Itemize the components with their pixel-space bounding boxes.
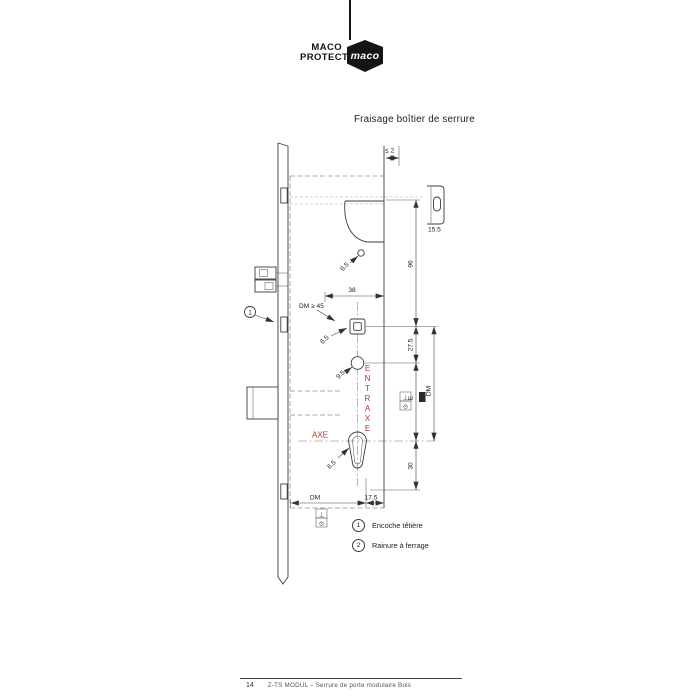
bolt-tail-dashed bbox=[290, 390, 342, 416]
document-title: Z-TS MODUL – Serrure de porte modulaire … bbox=[267, 682, 412, 689]
dim-96-label: 96 bbox=[408, 260, 415, 268]
euro-cylinder-outer bbox=[348, 431, 367, 469]
faceplate-cutout-top bbox=[280, 187, 288, 204]
detail-leaders bbox=[276, 272, 288, 287]
leader-65-top bbox=[349, 255, 359, 264]
legend: 1 Encoche têtière 2 Rainure à ferrage bbox=[352, 519, 429, 552]
legend-circle-1: 1 bbox=[352, 519, 365, 532]
clip-slot bbox=[433, 196, 441, 212]
logo-top-rule bbox=[349, 0, 351, 40]
tol-pos-bottom: ⊙ bbox=[319, 521, 324, 527]
dimension-lines bbox=[290, 155, 437, 506]
legend-item-1: 1 Encoche têtière bbox=[352, 519, 429, 532]
callout-1-leader bbox=[254, 314, 275, 323]
faceplate-outline bbox=[277, 142, 289, 585]
dim-175-label: 17.5 bbox=[365, 495, 378, 502]
faceplate-cutout-middle bbox=[280, 316, 288, 333]
brand-logo: MACO PROTECT maco bbox=[300, 40, 383, 72]
dim-38-label: 38 bbox=[348, 287, 356, 294]
tol-perp-bottom: ⊥ bbox=[319, 511, 324, 518]
page-number: 14 bbox=[246, 682, 254, 689]
callout-1: 1 bbox=[244, 306, 275, 323]
tol-pos-right: ⊙ bbox=[403, 404, 408, 410]
screw-hole-top bbox=[357, 249, 365, 257]
detail-box-1 bbox=[254, 266, 277, 280]
brand-line2: PROTECT bbox=[300, 51, 349, 63]
fixing-hole-middle bbox=[350, 356, 365, 370]
legend-label-1: Encoche têtière bbox=[372, 521, 423, 530]
dim-65-mid-label: 6.5 bbox=[319, 334, 331, 346]
legend-item-2: 2 Rainure à ferrage bbox=[352, 539, 429, 552]
dim-dm-right-label: DM bbox=[426, 386, 433, 396]
leader-95 bbox=[343, 366, 353, 375]
lock-case bbox=[344, 146, 385, 508]
entraxe-label: ENTRAXE bbox=[363, 364, 372, 434]
legend-circle-2: 2 bbox=[352, 539, 365, 552]
euro-cylinder-inner bbox=[352, 435, 363, 465]
faceplate bbox=[277, 142, 289, 585]
dim-dm-bottom-label: DM bbox=[310, 495, 320, 502]
dim-95-label: 9.5 bbox=[335, 369, 347, 381]
alignment-dashed-lines bbox=[290, 196, 424, 205]
dim-gap-label: ≤ 2 bbox=[385, 148, 394, 155]
dim-155-label: 15.5 bbox=[428, 227, 441, 234]
callout-1-number: 1 bbox=[248, 310, 252, 316]
footer: 14 Z-TS MODUL – Serrure de porte modulai… bbox=[246, 682, 411, 689]
axe-label: AXE bbox=[312, 431, 328, 440]
clip-outline bbox=[427, 185, 445, 225]
case-hook-profile bbox=[344, 200, 384, 243]
clip-detail: 15.5 bbox=[427, 185, 445, 234]
footer-rule bbox=[240, 678, 462, 679]
dim-65-top-label: 6.5 bbox=[339, 261, 351, 273]
drawing-title: Fraisage boîtier de serrure bbox=[354, 114, 475, 125]
faceplate-cutout-bottom bbox=[280, 483, 288, 500]
leader-65-mid bbox=[330, 327, 348, 337]
tol-frame-right-pos bbox=[399, 400, 412, 411]
follower-square bbox=[349, 318, 366, 335]
faceplate-section-details bbox=[254, 266, 288, 293]
dim-30-label: 30 bbox=[408, 462, 415, 470]
detail-box-2-inner bbox=[264, 282, 274, 290]
callout-1-circle bbox=[244, 306, 256, 318]
tolerance-frames: ⊥ ⊙ ⊥ ⊙ bbox=[315, 391, 426, 528]
tol-frame-bottom-pos bbox=[315, 517, 328, 528]
brand-wordmark: MACO PROTECT bbox=[300, 40, 349, 63]
dim-275-label: 27.5 bbox=[408, 338, 415, 351]
leader-dm45 bbox=[316, 309, 336, 322]
leader-65-cyl bbox=[337, 447, 350, 459]
deadbolt-outline bbox=[246, 386, 279, 420]
legend-label-2: Rainure à ferrage bbox=[372, 541, 429, 550]
dim-dm45-label: DM ≥ 45 bbox=[299, 303, 324, 310]
datum-block bbox=[419, 392, 426, 402]
follower-square-inner bbox=[353, 322, 362, 331]
deadbolt bbox=[246, 386, 279, 420]
detail-box-1-inner bbox=[259, 269, 268, 277]
maco-badge-text: maco bbox=[350, 50, 380, 62]
brand-line1: MACO bbox=[311, 42, 342, 53]
body-dashed-outline bbox=[289, 175, 384, 509]
dim-65-cyl-label: 6.5 bbox=[326, 459, 338, 471]
tol-perp-right: ⊥ bbox=[403, 394, 408, 401]
